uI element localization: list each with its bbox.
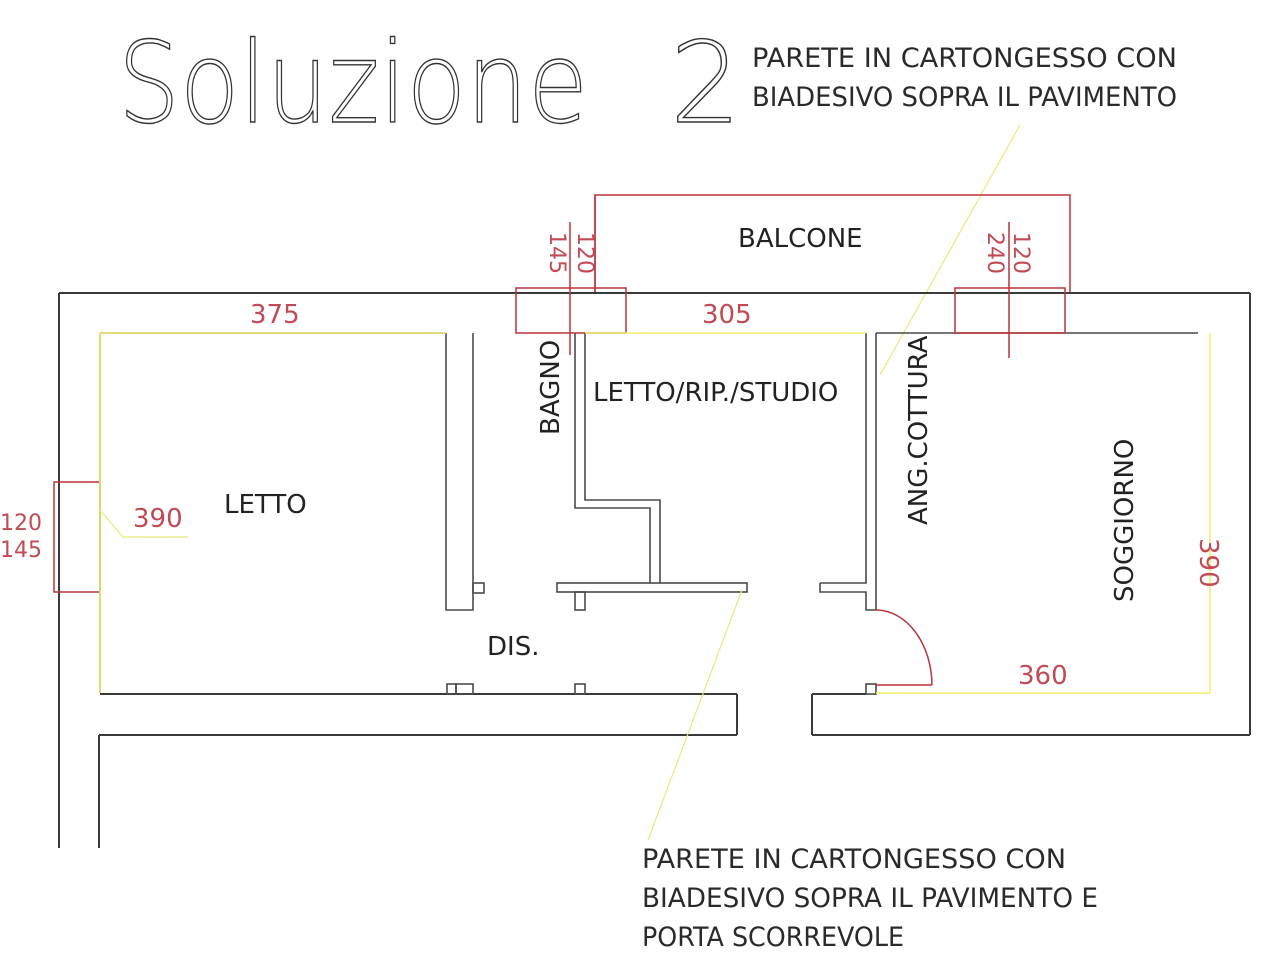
- bottom-note: PARETE IN CARTONGESSO CON BIADESIVO SOPR…: [642, 844, 1098, 953]
- top-note-line-2: BIADESIVO SOPRA IL PAVIMENTO: [752, 82, 1177, 113]
- bottom-note-line-1: PARETE IN CARTONGESSO CON: [642, 844, 1066, 875]
- door-swing-soggiorno: [875, 609, 933, 686]
- outer-walls: [58, 292, 1251, 848]
- room-label-bagno: BAGNO: [536, 340, 566, 435]
- dim-balcony-window-right-width: 120: [1008, 232, 1033, 274]
- dim-balcony-window-right-height: 240: [982, 232, 1007, 274]
- dim-studio-width: 305: [702, 300, 752, 330]
- dim-window-left-height: 145: [0, 538, 42, 563]
- dim-window-left-width: 120: [0, 511, 42, 536]
- dim-balcony-window-left-height: 145: [544, 232, 569, 274]
- window-balcony-right: [954, 287, 1066, 334]
- window-left: [53, 481, 101, 593]
- room-labels: LETTO LETTO/RIP./STUDIO DIS. BAGNO ANG.C…: [224, 335, 1140, 662]
- dimension-labels: 375 305 390 360 390 120 145 120 145 120 …: [0, 232, 1223, 691]
- dim-soggiorno-width: 360: [1018, 661, 1068, 691]
- top-note: PARETE IN CARTONGESSO CON BIADESIVO SOPR…: [752, 43, 1177, 113]
- bottom-note-line-3: PORTA SCORREVOLE: [642, 922, 904, 953]
- room-label-balcone: BALCONE: [738, 224, 863, 254]
- dimension-lines: [99, 332, 1211, 694]
- room-label-ang-cottura: ANG.COTTURA: [904, 335, 934, 525]
- dim-letto-width: 375: [250, 300, 300, 330]
- dim-balcony-window-left-width: 120: [572, 232, 597, 274]
- windows: [53, 195, 1066, 593]
- bottom-note-line-2: BIADESIVO SOPRA IL PAVIMENTO E: [642, 883, 1098, 914]
- bottom-note-leader-line: [647, 589, 743, 841]
- window-balcony-left: [515, 287, 627, 334]
- title-word: Soluzione: [118, 19, 588, 149]
- top-note-line-1: PARETE IN CARTONGESSO CON: [752, 43, 1177, 74]
- room-label-letto-rip-studio: LETTO/RIP./STUDIO: [593, 378, 838, 408]
- dim-letto-depth: 390: [133, 504, 183, 534]
- title-number: 2: [670, 19, 741, 149]
- partitions: [445, 333, 877, 695]
- room-label-soggiorno: SOGGIORNO: [1110, 439, 1140, 602]
- title: Soluzione 2: [117, 18, 742, 149]
- room-label-dis: DIS.: [487, 632, 539, 662]
- room-label-letto: LETTO: [224, 490, 307, 520]
- dim-soggiorno-depth: 390: [1193, 538, 1223, 588]
